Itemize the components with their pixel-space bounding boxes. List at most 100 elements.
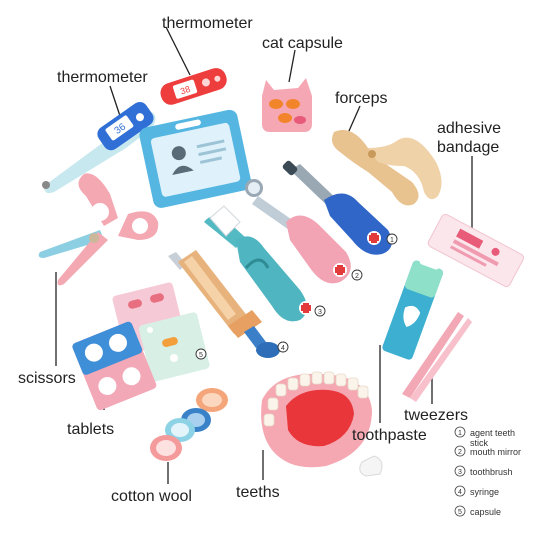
thermometer-tip	[42, 181, 50, 189]
mini-thermometer-toy: 38	[160, 68, 227, 105]
scissors-blade	[57, 232, 108, 286]
legend-item-1: 1 agent teeth stick	[454, 426, 515, 448]
tweezers-arm	[410, 318, 472, 402]
teeth-model-tongue	[286, 389, 354, 447]
callout-circle	[277, 341, 289, 353]
label-tweezers: tweezers	[404, 407, 468, 424]
legend-item-2: 2 mouth mirror	[454, 445, 521, 457]
legend-number-circle	[454, 505, 466, 517]
legend-text: capsule	[470, 507, 501, 517]
mini-thermometer-reading: 38	[179, 84, 192, 97]
legend-text: agent teeth	[470, 428, 515, 438]
forceps-pivot	[368, 150, 376, 158]
stick-tip	[282, 160, 298, 176]
label-teeths: teeths	[236, 484, 280, 501]
capsule-pill	[128, 299, 142, 309]
bandage-print	[456, 228, 484, 249]
teeth-row	[263, 371, 369, 427]
label-toothpaste: toothpaste	[352, 427, 427, 444]
callout-circle	[195, 348, 207, 360]
legend-number: 1	[458, 430, 462, 437]
legend-text: stick	[470, 438, 489, 448]
legend-item-4: 4 syringe	[454, 485, 499, 497]
cotton-wool-toy	[150, 388, 228, 461]
callout-number: 1	[390, 237, 394, 244]
mini-thermometer-screen	[172, 79, 198, 99]
callout-number: 4	[281, 345, 285, 352]
id-badge-avatar-icon	[171, 146, 186, 161]
callout-circle	[314, 305, 326, 317]
legend-text: syringe	[470, 487, 499, 497]
label-bandage: bandage	[437, 139, 499, 156]
label-adhesive: adhesive	[437, 120, 501, 137]
legend: 1 agent teeth stick 2 mouth mirror 3 too…	[454, 426, 521, 517]
callout-number: 2	[355, 273, 359, 280]
legend-number: 5	[458, 509, 462, 516]
legend-item-3: 3 toothbrush	[454, 465, 513, 477]
capsule-pill	[278, 113, 292, 123]
callout-circle	[386, 233, 398, 245]
label-thermometer-left: thermometer	[57, 69, 148, 86]
tablet-pill	[84, 343, 103, 362]
callout-number: 5	[199, 352, 203, 359]
leader-cat-capsule	[288, 49, 296, 83]
id-badge-avatar-body	[172, 165, 194, 176]
tablets-toy	[72, 321, 157, 411]
callout-markers: 1 2 3 4 5	[195, 233, 398, 360]
legend-number-circle	[454, 485, 466, 497]
scissors-finger-hole	[91, 203, 109, 221]
legend-number: 2	[458, 449, 462, 456]
capsule-pill	[269, 99, 283, 109]
toothpaste-cap	[419, 251, 442, 270]
legend-item-5: 5 capsule	[454, 505, 501, 517]
thermometer-toy: 36	[42, 101, 156, 194]
thermometer-button	[135, 113, 144, 122]
tablet-pill	[98, 377, 117, 396]
label-scissors: scissors	[18, 370, 76, 387]
adhesive-bandage-toy	[427, 213, 525, 288]
capsule-card-front	[138, 312, 210, 382]
tablet-pill	[122, 367, 141, 386]
syringe-flange	[228, 310, 262, 338]
legend-text: toothbrush	[470, 467, 513, 477]
agent-teeth-stick-toy	[282, 160, 392, 255]
tweezers-arm	[402, 312, 464, 398]
scissors-pivot	[89, 233, 99, 243]
bandage-cross-icon	[491, 247, 500, 256]
capsule-pill	[162, 337, 178, 347]
toothpaste-toy	[382, 251, 444, 360]
scissors-blade	[38, 230, 104, 258]
toothbrush-handle	[236, 236, 307, 322]
tablet-pill	[109, 333, 128, 352]
leader-thermometer-top	[165, 26, 191, 76]
legend-number-circle	[454, 445, 466, 457]
scissors-finger-hole	[132, 218, 148, 234]
mini-thermometer-button	[214, 75, 221, 82]
id-badge-toy	[139, 109, 252, 208]
cat-capsule-toy	[262, 78, 312, 132]
syringe-toy	[168, 250, 280, 358]
label-cat-capsule: cat capsule	[262, 35, 343, 52]
syringe-plunger	[244, 326, 266, 348]
mini-thermometer-button	[201, 78, 210, 87]
legend-number: 3	[458, 469, 462, 476]
mouth-mirror-toy	[245, 179, 351, 284]
capsule-pill	[294, 116, 306, 124]
teeth-model-toy	[261, 371, 383, 477]
legend-text: mouth mirror	[470, 447, 521, 457]
syringe-plunger-cap	[256, 342, 280, 358]
thermometer-screen	[105, 115, 134, 141]
forceps-jaw	[332, 130, 419, 206]
leader-thermometer-left	[109, 85, 121, 117]
label-cotton-wool: cotton wool	[111, 488, 192, 505]
tooth-icon	[403, 305, 421, 328]
callout-number: 3	[318, 309, 322, 316]
tablet-sheet-blue	[72, 321, 143, 375]
label-thermometer-top: thermometer	[162, 15, 253, 32]
tweezers-toy	[402, 312, 472, 402]
legend-number: 4	[458, 489, 462, 496]
callout-circle	[351, 269, 363, 281]
scissors-toy	[38, 173, 159, 286]
label-tablets: tablets	[67, 421, 114, 438]
